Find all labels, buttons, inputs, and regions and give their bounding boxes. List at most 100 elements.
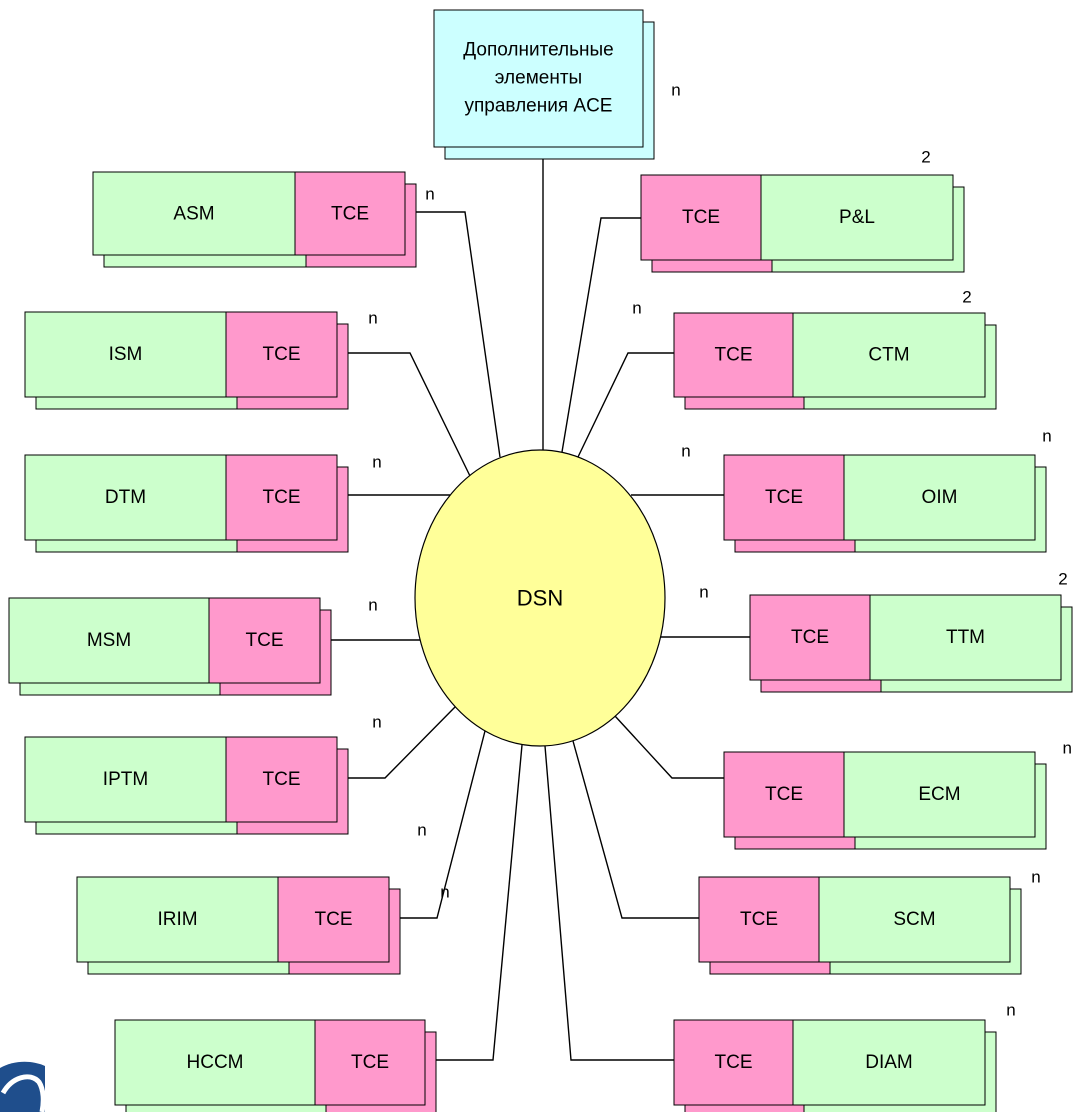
module-irim: IRIM TCE n bbox=[76, 821, 427, 975]
connector-hccm bbox=[436, 744, 523, 1061]
hub-dsn: DSN bbox=[414, 449, 666, 747]
module-hccm: HCCM TCE n bbox=[114, 883, 450, 1112]
adapter-box bbox=[698, 876, 820, 963]
module-label: HCCM bbox=[187, 1052, 244, 1073]
module-label: DIAM bbox=[865, 1052, 913, 1073]
top-box-line-2: элементы bbox=[495, 68, 582, 89]
module-label: TTM bbox=[946, 627, 985, 648]
corner-label: 2 bbox=[921, 148, 930, 167]
module-box bbox=[760, 174, 954, 261]
module-label: IRIM bbox=[157, 909, 197, 930]
module-label: MSM bbox=[87, 630, 131, 651]
module-ism: ISM TCE n bbox=[24, 309, 378, 410]
module-box bbox=[24, 454, 227, 541]
corner-label: n bbox=[1063, 739, 1072, 758]
module-box bbox=[792, 1019, 986, 1106]
module-label: SCM bbox=[893, 909, 935, 930]
link-label: n bbox=[699, 583, 708, 602]
adapter-box bbox=[314, 1019, 426, 1106]
connector-irim bbox=[400, 730, 486, 919]
module-iptm: IPTM TCE n bbox=[24, 713, 382, 835]
adapter-box bbox=[294, 171, 406, 256]
module-label: IPTM bbox=[103, 769, 148, 790]
module-asm: ASM TCE n bbox=[92, 171, 435, 268]
adapter-label: TCE bbox=[791, 627, 829, 648]
link-label: n bbox=[425, 185, 434, 204]
corner-label: 2 bbox=[1058, 570, 1067, 589]
link-label: n bbox=[440, 883, 449, 902]
module-oim: TCE OIM n n bbox=[681, 427, 1052, 553]
adapter-label: TCE bbox=[263, 487, 301, 508]
module-ttm: TCE TTM 2 n bbox=[699, 570, 1073, 693]
link-label: n bbox=[417, 821, 426, 840]
corner-label: 2 bbox=[962, 288, 971, 307]
adapter-box bbox=[225, 311, 338, 398]
link-label: n bbox=[368, 596, 377, 615]
top-box: Дополнительные элементы управления ACE n bbox=[433, 9, 681, 160]
module-diam: TCE DIAM n bbox=[673, 1001, 1016, 1112]
module-label: OIM bbox=[922, 487, 958, 508]
module-ctm: TCE CTM 2 n bbox=[632, 288, 997, 410]
corner-label: n bbox=[1042, 427, 1051, 446]
module-label: DTM bbox=[105, 487, 146, 508]
adapter-label: TCE bbox=[765, 487, 803, 508]
module-box bbox=[114, 1019, 316, 1106]
module-label: P&L bbox=[839, 207, 875, 228]
module-label: ASM bbox=[173, 204, 214, 225]
adapter-label: TCE bbox=[263, 344, 301, 365]
link-label: n bbox=[372, 453, 381, 472]
logo-shape bbox=[0, 1061, 45, 1112]
module-pl: TCE P&L 2 bbox=[640, 148, 965, 273]
link-label: n bbox=[372, 713, 381, 732]
adapter-box bbox=[723, 454, 845, 541]
adapter-label: TCE bbox=[246, 630, 284, 651]
module-label: ECM bbox=[918, 784, 960, 805]
link-label: n bbox=[632, 299, 641, 318]
connector-asm bbox=[416, 211, 501, 458]
link-label: n bbox=[368, 309, 377, 328]
adapter-label: TCE bbox=[682, 207, 720, 228]
corner-label: n bbox=[1006, 1001, 1015, 1020]
connector-scm bbox=[572, 740, 699, 919]
connector-diam bbox=[544, 745, 674, 1061]
adapter-box bbox=[640, 174, 762, 261]
adapter-box bbox=[225, 454, 338, 541]
link-label: n bbox=[681, 442, 690, 461]
module-label: CTM bbox=[868, 345, 909, 366]
adapter-label: TCE bbox=[740, 909, 778, 930]
module-box bbox=[843, 454, 1036, 541]
module-box bbox=[76, 876, 279, 963]
module-label: ISM bbox=[109, 344, 143, 365]
module-box bbox=[8, 597, 210, 684]
connector-iptm bbox=[348, 705, 457, 779]
adapter-box bbox=[749, 594, 871, 681]
connector-pl bbox=[561, 217, 641, 453]
top-box-line-3: управления ACE bbox=[465, 96, 613, 117]
adapter-box bbox=[277, 876, 390, 963]
top-box-link-label: n bbox=[671, 81, 680, 100]
adapter-label: TCE bbox=[715, 345, 753, 366]
adapter-box bbox=[673, 1019, 794, 1106]
adapter-label: TCE bbox=[315, 909, 353, 930]
adapter-label: TCE bbox=[765, 784, 803, 805]
module-msm: MSM TCE n bbox=[8, 596, 378, 696]
adapter-box bbox=[723, 751, 845, 838]
module-scm: TCE SCM n bbox=[698, 868, 1041, 975]
connector-ctm bbox=[577, 352, 674, 458]
hub-label: DSN bbox=[517, 586, 563, 611]
module-box bbox=[792, 312, 986, 398]
connector-ism bbox=[348, 352, 471, 477]
adapter-box bbox=[208, 597, 321, 684]
adapter-label: TCE bbox=[715, 1052, 753, 1073]
connectors bbox=[331, 147, 750, 1061]
module-box bbox=[843, 751, 1036, 838]
module-box bbox=[818, 876, 1011, 963]
adapter-box bbox=[225, 736, 338, 823]
logo-icon bbox=[0, 1061, 46, 1112]
hub-ellipse bbox=[414, 449, 666, 747]
adapter-label: TCE bbox=[331, 204, 369, 225]
module-ecm: TCE ECM n bbox=[723, 739, 1072, 850]
module-box bbox=[24, 736, 227, 823]
adapter-label: TCE bbox=[351, 1052, 389, 1073]
